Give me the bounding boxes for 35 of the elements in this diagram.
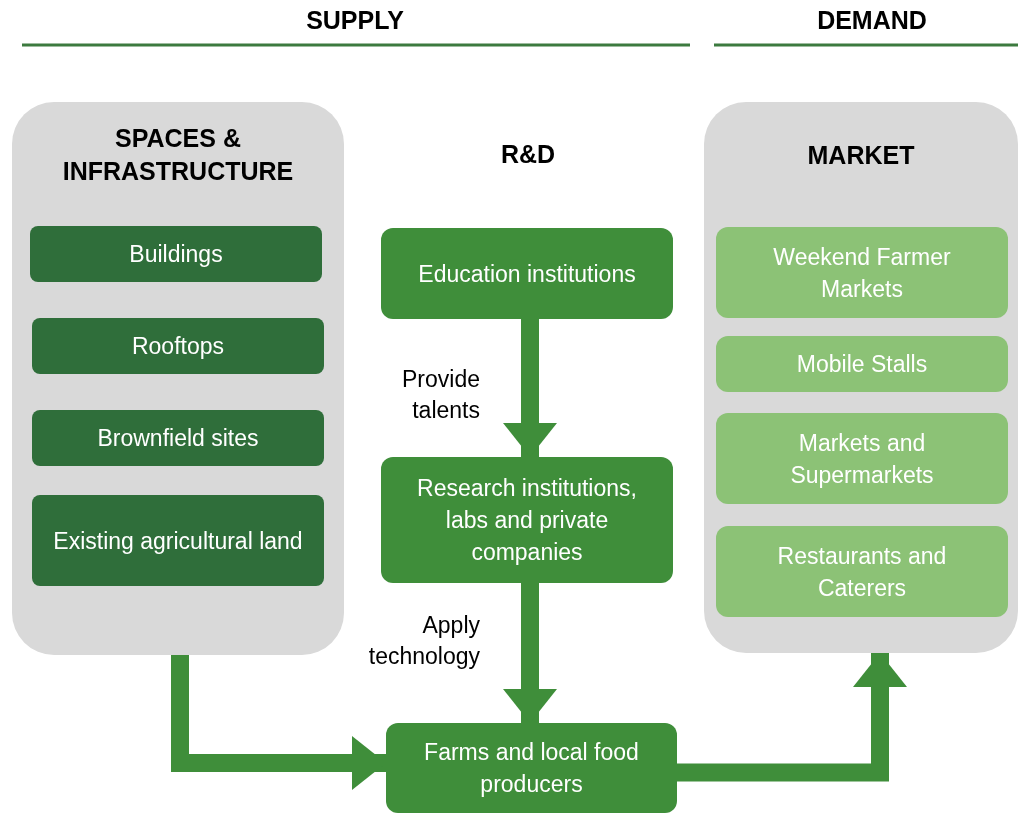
box-label: Research institutions, labs and private companies — [416, 474, 638, 567]
space-box — [32, 318, 324, 374]
market-box — [716, 227, 1008, 318]
block-arrow — [677, 653, 907, 782]
space-box — [32, 410, 324, 466]
box-label: Weekend Farmer Markets — [772, 242, 952, 304]
box-label: Existing agricultural land — [53, 526, 303, 556]
process-box — [381, 228, 673, 319]
market-box — [716, 336, 1008, 392]
box-label: Farms and local food producers — [423, 738, 640, 799]
edge-label: Provide talents — [401, 365, 480, 425]
heading-label: DEMAND — [816, 6, 928, 35]
column-heading: R&D — [499, 140, 557, 169]
box-label: Restaurants and Caterers — [776, 541, 948, 603]
process-box — [386, 723, 677, 813]
box-label: Mobile Stalls — [796, 350, 928, 379]
panel-heading: SPACES & INFRASTRUCTURE — [61, 123, 295, 187]
box-label: Markets and Supermarkets — [789, 428, 935, 490]
group-panel — [704, 102, 1018, 653]
block-arrow — [503, 319, 557, 457]
box-label: Buildings — [129, 240, 223, 269]
block-arrow — [503, 583, 557, 723]
market-box — [716, 413, 1008, 504]
panel-heading: MARKET — [806, 140, 916, 171]
edge-label: Apply technology — [367, 611, 480, 671]
block-arrow — [171, 655, 386, 790]
heading-label: SUPPLY — [305, 6, 405, 35]
group-panel — [12, 102, 344, 655]
space-box — [32, 495, 324, 586]
market-box — [716, 526, 1008, 617]
space-box — [30, 226, 322, 282]
box-label: Education institutions — [418, 259, 636, 289]
box-label: Brownfield sites — [97, 424, 259, 453]
box-label: Rooftops — [131, 332, 225, 361]
process-box — [381, 457, 673, 583]
